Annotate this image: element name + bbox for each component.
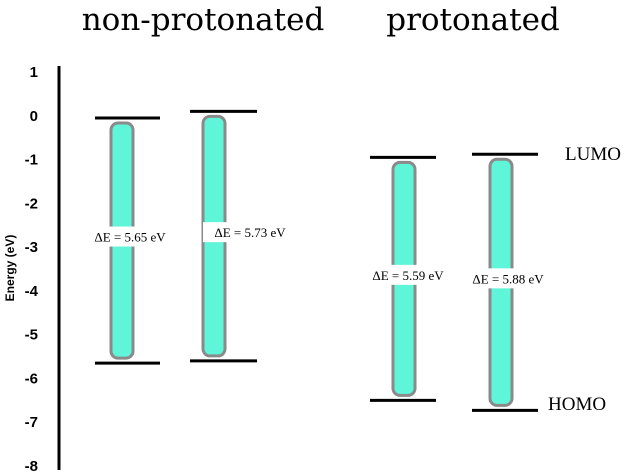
energy-system: ΔE = 5.59 eV <box>361 155 455 402</box>
homo-label: HOMO <box>548 394 606 415</box>
lumo-label: LUMO <box>565 144 621 165</box>
energy-system: ΔE = 5.88 eV <box>461 152 555 412</box>
y-tick-label: 1 <box>30 64 38 81</box>
gap-label-background <box>203 222 297 243</box>
gap-label: ΔE = 5.88 eV <box>472 271 544 286</box>
y-tick-label: -5 <box>25 327 38 344</box>
y-tick-label: -4 <box>25 283 39 300</box>
gap-label: ΔE = 5.65 eV <box>94 230 166 245</box>
y-axis-label: Energy (eV) <box>3 235 17 302</box>
y-tick-label: 0 <box>30 108 38 125</box>
y-tick-labels: 1 0 -1 -2 -3 -4 -5 -6 -7 -8 <box>25 64 39 473</box>
y-tick-label: -6 <box>25 370 38 387</box>
energy-system: ΔE = 5.73 eV <box>190 109 297 363</box>
y-tick-label: -1 <box>25 152 38 169</box>
y-tick-label: -8 <box>25 458 38 473</box>
y-tick-label: -3 <box>25 239 38 256</box>
y-tick-label: -7 <box>25 414 38 431</box>
gap-label: ΔE = 5.73 eV <box>214 225 286 240</box>
energy-system: ΔE = 5.65 eV <box>83 116 177 365</box>
gap-label-background <box>461 268 555 289</box>
title-non-protonated: non-protonated <box>82 2 325 38</box>
gap-label: ΔE = 5.59 eV <box>372 268 444 283</box>
title-protonated: protonated <box>386 2 560 38</box>
energy-systems: ΔE = 5.65 eV ΔE = 5.73 eV ΔE = 5.59 eV ΔE =… <box>83 109 555 412</box>
gap-label-background <box>83 226 177 247</box>
gap-label-background <box>361 264 455 285</box>
y-axis: 1 0 -1 -2 -3 -4 -5 -6 -7 -8 Energy (eV) <box>3 64 61 473</box>
y-tick-label: -2 <box>25 195 38 212</box>
